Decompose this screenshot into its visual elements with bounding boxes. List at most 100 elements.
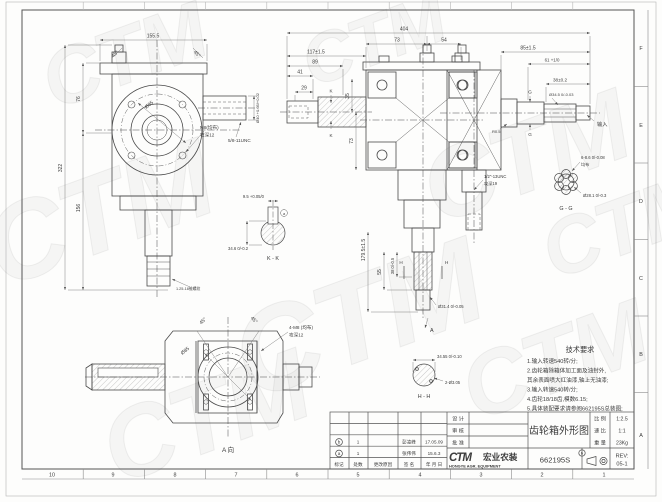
zone-number: 2: [541, 473, 544, 479]
rev-row-count: 1: [357, 440, 360, 445]
projection-frustum-icon: [586, 456, 597, 466]
section-gg-title: G - G: [559, 206, 572, 212]
thread-unc-half: 1/2"-13UNC: [484, 174, 506, 179]
dim-overall-width: 155.5: [147, 34, 160, 40]
ratio-label: 速 比: [594, 427, 606, 435]
zone-letter: A: [639, 433, 643, 439]
section-kk-labels: 9.5 +0.05/0 a 34.6 0/-0.2 K - K: [228, 194, 286, 262]
section-mark-g-bottom: G: [528, 132, 532, 137]
dim-61: 61 +1/0: [545, 58, 560, 63]
design-label: 设 计: [452, 415, 464, 423]
rev-row-mark: b: [338, 440, 341, 445]
dim-across-flats: 34.6 0/-0.2: [228, 246, 249, 251]
dim-bolt-circle: Ø95: [144, 100, 155, 111]
section-mark-h-right: H: [445, 260, 448, 265]
dim-angle-left-a: 45°: [198, 316, 208, 326]
zone-number: 10: [49, 473, 55, 479]
input-shaft-label: 输入: [597, 120, 607, 128]
header-date: 年 月 日: [426, 461, 442, 468]
scale-label: 比 例: [594, 415, 606, 423]
section-gg-labels: 6-8.6 0/-0.08 均布 Ø28.1 0/-0.3 G - G: [559, 155, 607, 212]
company-name-cn: 宏业农装: [483, 451, 518, 462]
zone-letter: C: [639, 276, 643, 282]
front-view-geometry: [280, 44, 483, 318]
title-block-symbols: [335, 438, 608, 466]
front-left-view-labels: 155.5 76 156 322 45° 45° Ø95 M8(均布) 攻深12…: [58, 34, 260, 292]
rev-row-date: 17.05.09: [425, 440, 443, 445]
header-sign: 签 名: [404, 461, 414, 468]
sheet-border: [5, 1, 657, 497]
zone-number: 9: [112, 473, 115, 479]
zone-labels: 10 9 8 7 6 5 4 3 2 1 F E D C B A: [49, 46, 643, 479]
dim-d28-1: Ø28.1 0/-0.3: [583, 193, 607, 198]
dim-38-02: 38±0.2: [553, 78, 567, 83]
dim-d40: Ø40 +0.05/+0.02: [255, 92, 260, 123]
dim-76: 76: [76, 96, 82, 102]
zone-number: 6: [296, 473, 299, 479]
part-mark-balloon: b: [581, 451, 584, 456]
zone-ticks-right: [634, 86, 648, 393]
approve-label: 批 准: [452, 439, 464, 447]
company-logo-ctm: CTM: [449, 452, 472, 464]
front-left-view-geometry: [95, 40, 258, 298]
header-count: 处数: [353, 461, 363, 468]
dim-55: 55: [377, 269, 383, 275]
dim-73-top: 73: [394, 38, 400, 44]
check-label: 审 核: [452, 427, 464, 435]
dim-38-shaft: 38 0/-0.5: [390, 257, 395, 274]
zone-letter: F: [639, 46, 643, 52]
rev-row-date: 15.6.3: [428, 451, 441, 456]
rev-label: REV:: [616, 454, 629, 460]
dim-spline-slots: 6-8.6 0/-0.08: [581, 155, 605, 160]
dim-angle-right: 45°: [192, 49, 202, 59]
rev-row-mark: a: [338, 451, 341, 456]
zone-number: 3: [480, 473, 483, 479]
tech-requirements-title: 技术要求: [566, 345, 595, 354]
taper-thread-label: 1.25-18锥螺纹: [176, 286, 200, 291]
thread-4m8-label: 4-M8 (均布): [289, 324, 313, 331]
rev-row-sign: 张伟伟: [402, 450, 416, 457]
front-view-dims: [286, 31, 591, 329]
dim-2-holes: 2-Ø3.05: [445, 380, 461, 385]
dim-34-55: 34.55 0/-0.10: [437, 354, 462, 359]
side-view-geometry: [440, 44, 600, 244]
tech-line: 其余表面喷大红油漆,轴上无油漆;: [527, 376, 609, 384]
dim-d34-5: Ø34.5 0/-0.03: [549, 92, 574, 97]
tech-line: 4.齿轮18/18齿,模数6.15;: [527, 395, 588, 403]
dim-322: 322: [58, 164, 64, 173]
side-view-dims: [473, 50, 595, 194]
title-block-text: 设 计 审 核 批 准 比 例 1:2.5 速 比 1:1 重 量 23Kg 齿…: [334, 415, 628, 469]
a-view-geometry: [85, 317, 320, 438]
front-view-labels: 404 73 54 117±1.5 89 41 29 35 73 K K 179…: [297, 27, 464, 335]
dim-85: 85±1.5: [520, 46, 535, 52]
section-hh-labels: 34.55 0/-0.10 2-Ø3.05 H - H: [418, 354, 463, 400]
zone-number: 7: [235, 473, 238, 479]
projection-circles-icon: [599, 457, 608, 465]
scale-value: 1:2.5: [616, 417, 628, 423]
thread-4m8-depth: 攻深12: [289, 332, 304, 339]
title-block-grid: [329, 411, 635, 470]
tech-line: 1.输入转速540转/分;: [527, 357, 578, 365]
thread-m8-depth: 攻深12: [200, 132, 215, 139]
rev-value: 05-1: [616, 462, 627, 468]
header-mark: 标记: [334, 461, 344, 468]
dim-d31-4: Ø31.4 0/-0.05: [438, 304, 464, 309]
section-kk-dims: [245, 199, 288, 246]
dim-d85: Ø85: [180, 346, 191, 357]
section-kk-geometry: [260, 200, 286, 250]
front-left-view-dims: [63, 38, 257, 291]
dim-slot-width: 9.5 +0.05/0: [243, 194, 265, 199]
thread-unc-label: 5/8-11UNC: [228, 138, 251, 143]
dim-spline-note: 均布: [581, 161, 589, 168]
a-view-title: A 向: [222, 445, 234, 454]
drawing-title: 齿轮箱外形图: [529, 424, 589, 437]
zone-number: 8: [174, 473, 177, 479]
part-number: 662195S: [540, 456, 570, 465]
side-view-labels: 85±1.5 61 +1/0 38±0.2 Ø34.5 0/-0.03 G G …: [484, 46, 607, 188]
section-hh-dims: [412, 358, 444, 382]
zone-number: 1: [603, 473, 606, 479]
tech-line: 5.具体装配要求请参阅662195S总装图;: [527, 405, 623, 413]
tech-line: 3.输入转速540转/分;: [527, 386, 578, 394]
